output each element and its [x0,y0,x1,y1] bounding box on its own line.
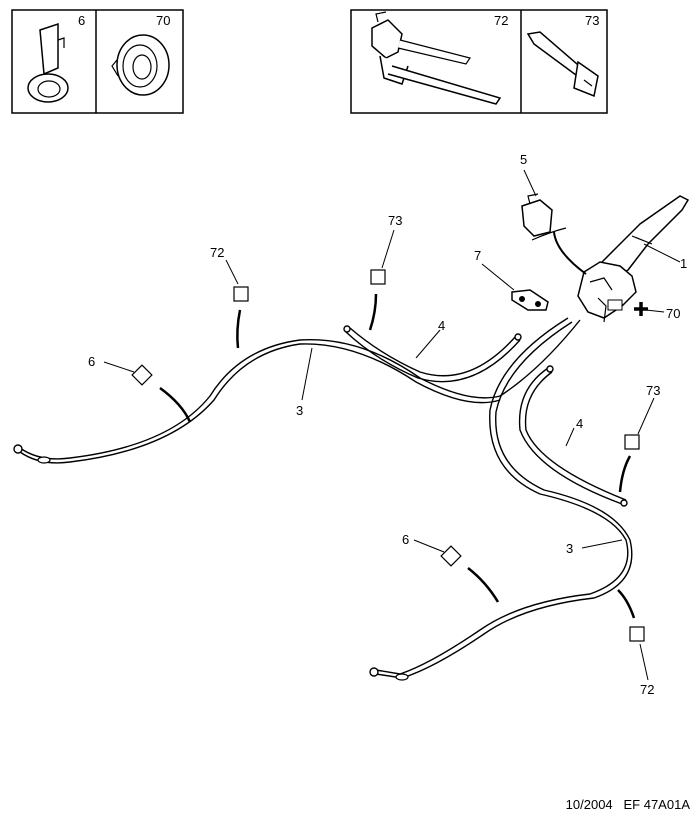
cable-tie-clip-icon [371,11,502,105]
callout-tie-right-72: 72 [640,682,654,697]
callout-switch-5: 5 [520,152,527,167]
grommet-icon [111,34,170,96]
leader-lines [103,169,681,681]
callout-lever-1: 1 [680,256,687,271]
callout-tie-left-72: 72 [210,245,224,260]
callout-tie-right-73: 73 [646,383,660,398]
clip-ties [159,293,636,619]
callout-sleeve-left-4: 4 [438,318,445,333]
inset-label-73: 73 [585,13,599,28]
inset-box-1: 6 70 [11,9,184,114]
cable-clip-icon [27,22,69,103]
right-sleeve-4 [518,365,628,507]
left-sleeve-4 [343,325,522,383]
callout-plate-7: 7 [474,248,481,263]
inset-box-2: 72 73 [350,9,608,114]
clip-markers [131,269,645,642]
callout-grommet-70: 70 [666,306,680,321]
cable-end-left [13,444,51,464]
cable-end-right [369,667,409,681]
cable-tie-icon [526,31,599,98]
inset-label-72: 72 [494,13,508,28]
right-cable-3 [375,317,633,679]
callout-clip-left-6: 6 [88,354,95,369]
handbrake-switch [521,193,587,275]
callout-cable-right-3: 3 [566,541,573,556]
inset-label-6: 6 [78,13,85,28]
cable-plate [511,289,549,311]
diagram-footer: 10/2004 EF 47A01A [520,797,690,812]
handbrake-lever [577,195,690,323]
footer-reference: EF 47A01A [623,797,691,812]
callout-cable-left-3: 3 [296,403,303,418]
callout-sleeve-right-4: 4 [576,416,583,431]
callout-clip-right-6: 6 [402,532,409,547]
inset-label-70: 70 [156,13,170,28]
plus-icon [634,302,648,316]
callout-tie-left-73: 73 [388,213,402,228]
footer-date: 10/2004 [565,797,613,812]
